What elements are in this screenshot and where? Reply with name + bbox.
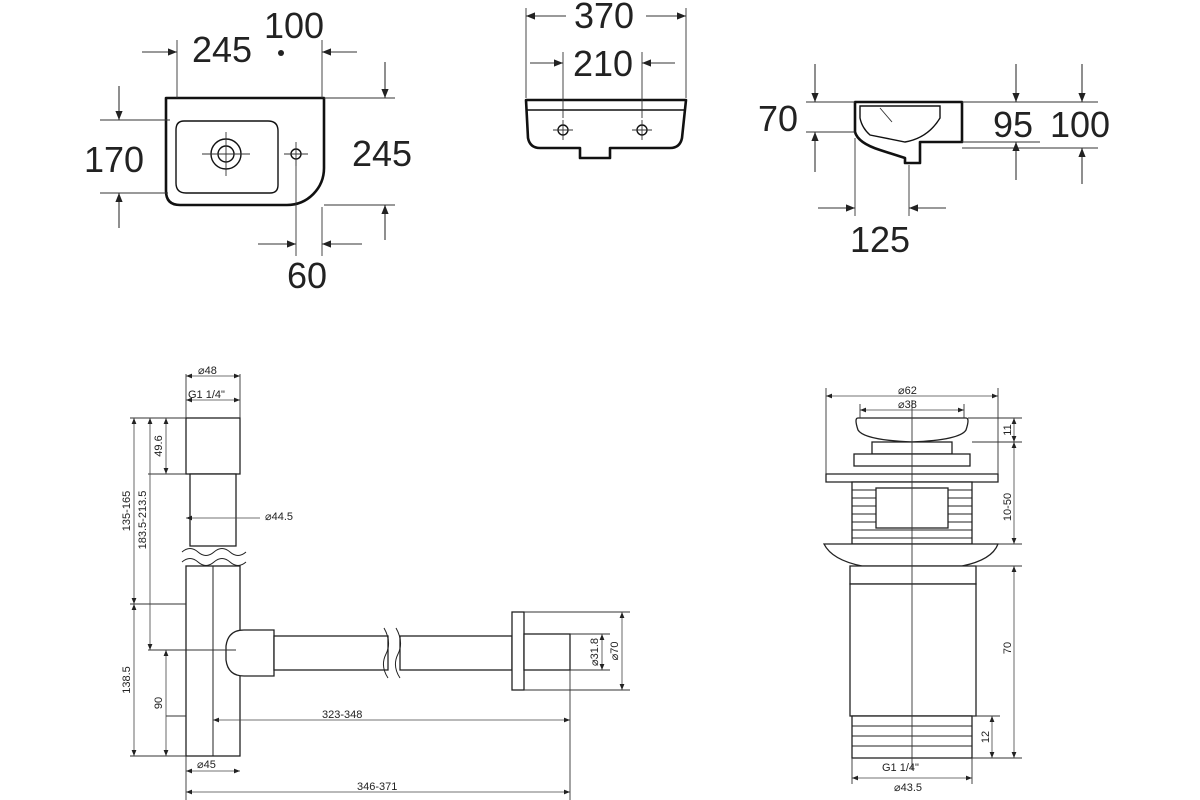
dim-bowl-depth: 170: [84, 139, 144, 180]
dim-tap-hole-offset: 100: [264, 5, 324, 46]
dim-trap-height: 90: [153, 697, 165, 709]
dim-thread-range: 10-50: [1002, 493, 1014, 521]
dim-cap-height: 49.6: [153, 435, 165, 456]
dim-inner-height: 95: [993, 104, 1033, 145]
dim-body-diameter: ⌀45: [197, 759, 216, 771]
dim-mounting-holes: 210: [573, 43, 633, 84]
dim-cap-height: 11: [1002, 424, 1014, 435]
dim-tube-diameter: ⌀44.5: [265, 511, 293, 523]
dim-bottom-thread: G1 1/4": [882, 762, 919, 774]
bottle-siphon: ⌀48 G1 1/4" ⌀44.5 323-348 ⌀45 346-371 13…: [121, 365, 630, 800]
basin-top-view: 245 100 245 170 60: [84, 5, 412, 296]
dim-overall-width: 370: [574, 0, 634, 36]
dim-adjust-range-2: 183.5-213.5: [137, 491, 149, 550]
dim-overall-height: 100: [1050, 104, 1110, 145]
dim-outlet-length: 323-348: [322, 709, 362, 721]
dim-body-length: 70: [1002, 642, 1014, 654]
dim-cap-diameter: ⌀62: [898, 385, 917, 397]
dim-inlet-thread: G1 1/4": [188, 389, 225, 401]
dim-rim-height: 70: [758, 98, 798, 139]
dim-inner-diameter: ⌀38: [898, 399, 917, 411]
basin-side-view: 70 95 100 125: [758, 64, 1110, 260]
dim-flange-diameter: ⌀70: [609, 642, 621, 661]
dim-outlet-height: 138.5: [121, 666, 133, 694]
dim-drain-depth: 125: [850, 219, 910, 260]
drain-valve: ⌀62 ⌀38 G1 1/4" ⌀43.5 11 10-50 70 12: [822, 385, 1022, 794]
dim-outlet-diameter: ⌀31.8: [589, 638, 601, 666]
dim-width: 245: [192, 29, 252, 70]
dim-bottom-thread-length: 12: [980, 731, 992, 743]
dim-bottom-diameter: ⌀43.5: [894, 782, 922, 794]
basin-front-view: 370 210: [524, 0, 688, 160]
dim-overall-length: 346-371: [357, 781, 397, 793]
dim-adjust-range-1: 135-165: [121, 491, 133, 531]
dim-depth: 245: [352, 133, 412, 174]
dim-inlet-diameter: ⌀48: [198, 365, 217, 377]
dim-drain-offset: 60: [287, 255, 327, 296]
